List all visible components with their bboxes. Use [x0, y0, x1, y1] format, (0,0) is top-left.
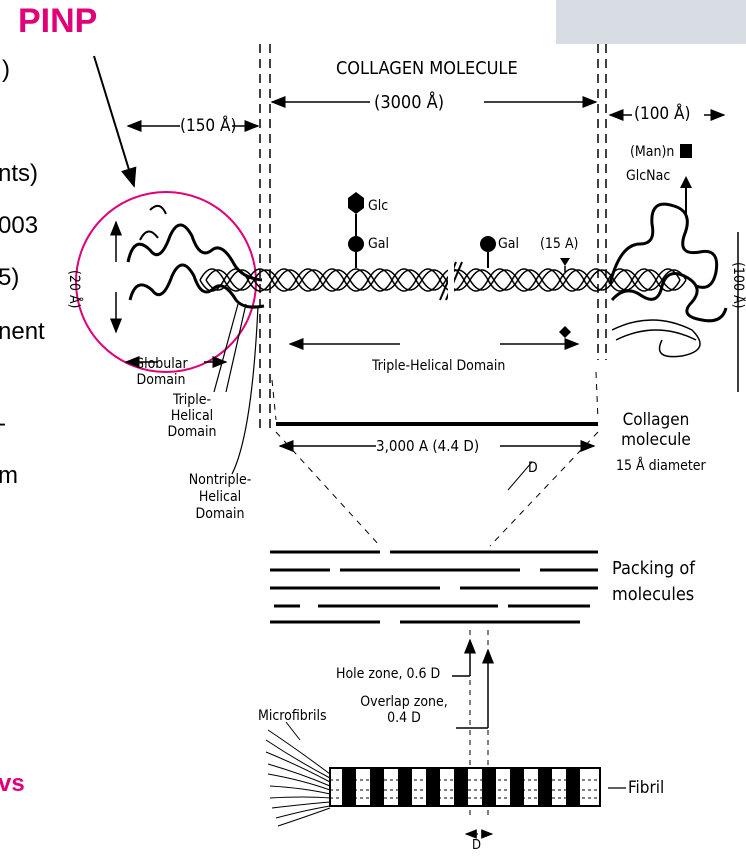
packing-label: Packing of molecules	[612, 556, 722, 608]
a100-label: (100 Å)	[730, 262, 746, 308]
diameter-label: 15 Å diameter	[616, 458, 706, 474]
gal-label-1: Gal	[368, 236, 389, 252]
triple-helical-domain-label: Triple-Helical Domain	[372, 358, 505, 374]
d-label: D	[528, 460, 538, 476]
length-3000-label: (3000 Å)	[374, 92, 444, 113]
collagen-molecule-label: Collagen molecule	[606, 410, 706, 450]
molecule-length-label: 3,000 A (4.4 D)	[376, 437, 479, 455]
a20-label: (20 Å)	[66, 270, 82, 308]
length-150-label: (150 Å)	[180, 116, 236, 136]
man-square	[680, 144, 692, 158]
triple-helical-left-label: Triple- Helical Domain	[156, 392, 228, 440]
gal-circle-2	[480, 236, 496, 252]
fibril-graphic	[266, 722, 600, 826]
d-bottom-label: D	[472, 838, 481, 853]
gal-circle-1	[348, 236, 364, 252]
glc-hexagon	[348, 192, 364, 214]
glc-label: Glc	[368, 198, 388, 214]
diagram-title: COLLAGEN MOLECULE	[336, 58, 518, 79]
globular-domain-label: Globular Domain	[116, 356, 206, 388]
a15-label: (15 A)	[540, 236, 578, 252]
nontriple-helical-label: Nontriple- Helical Domain	[178, 472, 262, 523]
hole-zone-label: Hole zone, 0.6 D	[336, 666, 440, 682]
gal-label-2: Gal	[498, 236, 519, 252]
overlap-zone-label: Overlap zone, 0.4 D	[352, 694, 456, 726]
pinp-arrow	[94, 56, 134, 186]
fibril-label: Fibril	[628, 778, 664, 798]
microfibrils-label: Microfibrils	[258, 708, 327, 724]
length-100-label: (100 Å)	[634, 104, 690, 124]
packing-lines	[270, 552, 598, 622]
globular-coil-c	[610, 204, 726, 321]
glcnac-label: GlcNac	[626, 168, 670, 184]
man-label: (Man)n	[630, 144, 674, 160]
